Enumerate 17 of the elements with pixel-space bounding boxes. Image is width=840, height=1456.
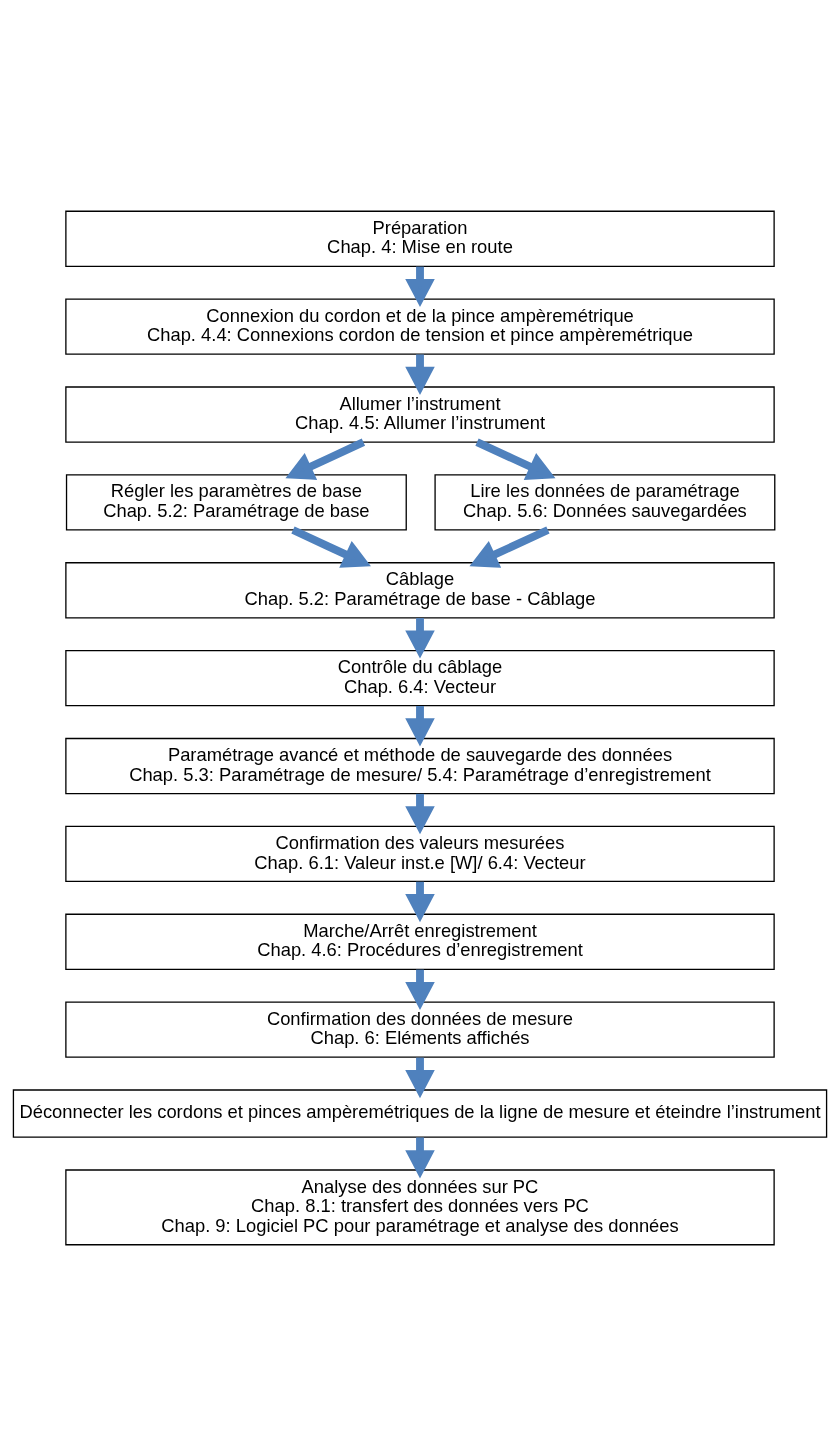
node-box: Déconnecter les cordons et pinces ampèremétriques de la ligne de mesure et éteindre l’instrument <box>12 1089 828 1138</box>
node-box: Analyse des données sur PC Chap. 8.1: transfert des données vers PC Chap. 9: Logiciel PC pour paramétrage et analyse des données <box>65 1169 775 1246</box>
node-box: Confirmation des valeurs mesurées Chap. 6.1: Valeur inst.e [W]/ 6.4: Vecteur <box>65 825 775 883</box>
node-box: Confirmation des données de mesure Chap. 6: Eléments affichés <box>65 1001 775 1058</box>
node-box: Marche/Arrêt enregistrement Chap. 4.6: Procédures d’enregistrement <box>65 913 775 970</box>
node-box: Préparation Chap. 4: Mise en route <box>65 210 775 267</box>
node-box: Lire les données de paramétrage Chap. 5.6: Données sauvegardées <box>434 474 776 531</box>
node-box: Contrôle du câblage Chap. 6.4: Vecteur <box>65 649 775 707</box>
arrow <box>285 438 366 480</box>
node-box: Allumer l’instrument Chap. 4.5: Allumer l’instrument <box>65 386 775 443</box>
node-box: Régler les paramètres de base Chap. 5.2: Paramétrage de base <box>65 474 407 531</box>
arrow <box>291 526 371 568</box>
arrow <box>475 438 556 480</box>
node-box: Câblage Chap. 5.2: Paramétrage de base - Câblage <box>65 562 775 619</box>
node-box: Connexion du cordon et de la pince ampèremétrique Chap. 4.4: Connexions cordon de tension et pince ampèremétrique <box>65 298 775 355</box>
arrow <box>469 526 550 568</box>
node-box: Paramétrage avancé et méthode de sauvegarde des données Chap. 5.3: Paramétrage de mesure/ 5.4: Paramétrage d’enregistrement <box>65 737 775 795</box>
